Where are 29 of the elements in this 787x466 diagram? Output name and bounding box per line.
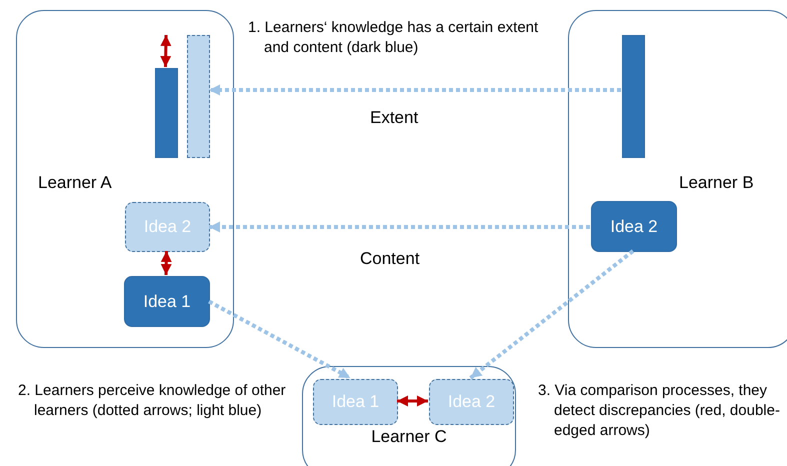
dotted-arrow: [209, 222, 590, 232]
learner-panel: [16, 10, 234, 348]
idea-box: [124, 276, 210, 327]
idea-box: [313, 379, 398, 425]
idea-label: Idea 2: [144, 217, 192, 237]
idea-box: [429, 379, 514, 425]
double-arrow: [397, 396, 428, 406]
learner-panel: [568, 10, 787, 348]
idea-label: Idea 1: [332, 392, 380, 412]
knowledge-bar: [187, 35, 210, 158]
knowledge-bar: [155, 68, 178, 158]
note-text: 1. Learners‘ knowledge has a certain extent and content (dark blue): [248, 18, 540, 58]
dotted-arrow: [469, 249, 634, 380]
idea-label: Idea 2: [610, 216, 658, 236]
learner-panel: [302, 366, 516, 466]
learner-name: Learner A: [38, 173, 112, 193]
double-arrow: [160, 34, 172, 68]
learner-name: Learner B: [679, 173, 754, 193]
idea-box: [125, 202, 210, 252]
idea-box: [591, 201, 677, 252]
dotted-arrow: [208, 300, 352, 380]
idea-label: Idea 2: [448, 392, 496, 412]
knowledge-bar: [622, 35, 645, 158]
note-text: 3. Via comparison processes, they detect discrepancies (red, double-edged arrows): [538, 381, 781, 441]
idea-label: Idea 1: [143, 292, 191, 312]
learner-name: Learner C: [370, 427, 448, 447]
dotted-arrow: [209, 84, 621, 96]
note-text: 2. Learners perceive knowledge of other learners (dotted arrows; light blue): [18, 381, 287, 421]
double-arrow: [160, 250, 172, 276]
